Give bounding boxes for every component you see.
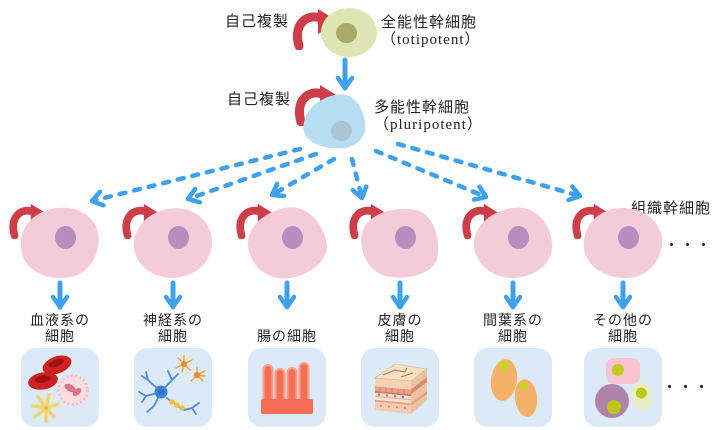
label-line1: 血液系の	[30, 314, 90, 329]
column-nerve: 神経系の 細胞	[118, 200, 228, 430]
column-label-mesenchymal: 間葉系の 細胞	[458, 312, 568, 346]
differentiation-arrow-icon	[185, 151, 319, 205]
differentiation-arrow-icon	[395, 141, 583, 203]
totipotent-name-jp: 全能性幹細胞	[381, 15, 478, 31]
column-intestine: 腸の細胞	[232, 200, 342, 430]
totipotent-name: 全能性幹細胞 （totipotent）	[381, 15, 481, 48]
column-mesenchymal: 間葉系の 細胞	[458, 200, 568, 430]
totipotent-self-renewal-label: 自己複製	[225, 14, 290, 30]
column-label-blood: 血液系の 細胞	[5, 312, 115, 346]
label-line1: 間葉系の	[483, 314, 543, 329]
tissue-stem-cell-nucleus	[395, 226, 416, 249]
pluripotent-name: 多能性幹細胞 （pluripotent）	[374, 100, 483, 133]
tissue-stem-cell-nucleus	[618, 226, 639, 249]
illustration-box	[474, 348, 552, 427]
other-cells-illustration	[595, 358, 653, 418]
tissue-stem-cell-nucleus	[508, 226, 529, 249]
mesenchymal-cells-illustration	[490, 359, 538, 417]
column-label-nerve: 神経系の 細胞	[118, 312, 228, 346]
illustration-box	[361, 348, 439, 427]
tissue-ellipsis: ・・・	[664, 238, 713, 254]
illustration-box	[584, 348, 662, 427]
label-line1: 神経系の	[143, 314, 203, 329]
totipotent-name-en: （totipotent）	[381, 31, 481, 48]
differentiation-arrow-icon	[89, 146, 303, 208]
label-line2: 細胞	[45, 330, 75, 345]
totipotent-cell-nucleus	[336, 23, 357, 43]
label-line2: 細胞	[385, 330, 415, 345]
tissue-stem-cell-nucleus	[55, 226, 76, 249]
differentiation-arrow-icon	[373, 148, 489, 202]
illustration-box	[134, 348, 212, 427]
intestinal-villi-illustration	[261, 361, 313, 414]
tissue-stem-cell-nucleus	[168, 226, 189, 249]
pluripotent-name-jp: 多能性幹細胞	[374, 100, 471, 116]
column-label-intestine: 腸の細胞	[232, 312, 342, 346]
label-line1: 皮膚の	[377, 314, 423, 329]
pluripotent-cell-nucleus	[331, 121, 352, 141]
pluripotent-self-renewal-label: 自己複製	[227, 92, 292, 108]
differentiation-arrow-icon	[349, 156, 369, 201]
bottom-ellipsis: ・・・	[662, 380, 711, 396]
column-blood: 血液系の 細胞	[5, 200, 115, 430]
column-skin: 皮膚の 細胞	[345, 200, 455, 430]
column-label-other: その他の 細胞	[568, 312, 678, 346]
label-line1: その他の	[593, 314, 653, 329]
pluripotent-name-en: （pluripotent）	[374, 116, 483, 133]
column-label-skin: 皮膚の 細胞	[345, 312, 455, 346]
differentiation-arrow-icon	[269, 156, 337, 199]
blood-cells-illustration	[28, 355, 89, 423]
illustration-box	[21, 348, 99, 427]
skin-layers-illustration	[373, 363, 428, 414]
nerve-cells-illustration	[138, 355, 206, 415]
label-line1: 腸の細胞	[257, 330, 317, 345]
illustration-box	[248, 348, 326, 427]
label-line2: 細胞	[498, 330, 528, 345]
tissue-stem-cell-nucleus	[282, 226, 303, 249]
label-line2: 細胞	[158, 330, 188, 345]
column-other: その他の 細胞	[568, 200, 678, 430]
label-line2: 細胞	[608, 330, 638, 345]
tissue-stem-cell-label: 組織幹細胞	[631, 201, 712, 217]
